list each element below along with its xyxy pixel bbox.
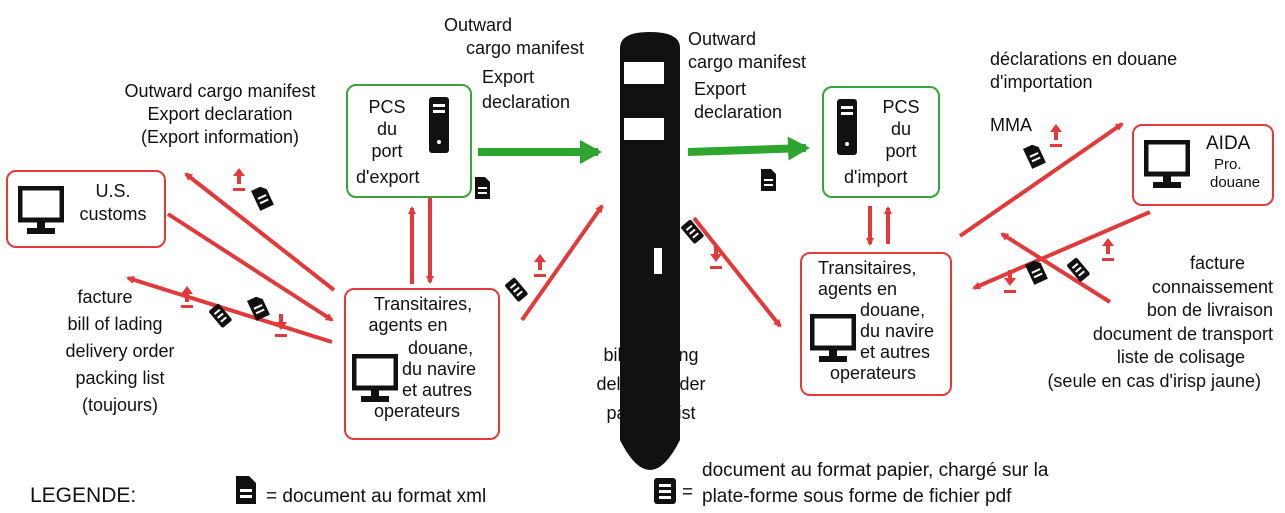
- node-label: PCS du port: [864, 96, 938, 162]
- label-line: document de transport: [1092, 323, 1273, 344]
- mma-label: MMA: [990, 115, 1032, 135]
- server-icon: [837, 99, 857, 155]
- label-line: bon de livraison: [1146, 300, 1273, 320]
- arrow-right-docs-to-aida: [1000, 232, 1112, 304]
- label-line: cargo manifest: [466, 38, 585, 58]
- arrow-uscustoms-to-transit-left: [166, 212, 334, 322]
- label-line: Outward: [688, 29, 757, 49]
- node-transitaires-right: Transitaires, agents en douane, du navir…: [800, 252, 952, 396]
- label-line: bill of lading: [67, 314, 163, 334]
- label-line: Transitaires,: [818, 258, 917, 278]
- label-line: U.S.: [95, 181, 131, 201]
- node-pcs-import: PCS du port d'import: [822, 86, 940, 198]
- label-line: declaration: [694, 102, 783, 122]
- label-line: douane,: [408, 338, 474, 358]
- label-line: packing list: [75, 368, 165, 388]
- node-transitaires-left: Transitaires, agents en douane, du navir…: [344, 288, 500, 440]
- label-line: du navire: [402, 359, 477, 379]
- monitor-icon: [1144, 140, 1190, 188]
- top-right-label: déclarations en douane d'importation: [990, 48, 1177, 94]
- label-line: port: [885, 141, 917, 161]
- label-line: et autres: [860, 342, 931, 362]
- label-line: delivery order: [596, 374, 706, 394]
- legend-pdf-eq: =: [682, 482, 694, 503]
- legend-pdf-line2: plate-forme sous forme de fichier pdf: [702, 486, 1012, 507]
- arrow-ship-to-pcs-import: [687, 136, 810, 161]
- server-icon: [429, 97, 449, 153]
- label-line: Outward: [444, 15, 513, 35]
- arrow-transit-right-to-aida: [958, 122, 1124, 238]
- label-line: Export: [694, 79, 747, 99]
- label-line: bill of lading: [603, 345, 699, 365]
- node-label-last: d'export: [356, 167, 420, 187]
- monitor-icon: [810, 314, 856, 362]
- top-left-label: Outward cargo manifest Export declaratio…: [70, 80, 370, 149]
- monitor-icon: [18, 186, 64, 234]
- node-label: Pro.: [1214, 156, 1242, 173]
- label-line: PCS: [368, 97, 406, 117]
- label-line: operateurs: [374, 401, 461, 421]
- label-line: du: [890, 119, 912, 139]
- label-line: facture: [623, 316, 679, 336]
- label-line: Export: [482, 67, 535, 87]
- label-line: agents en: [368, 315, 448, 335]
- legend-xml: = document au format xml: [266, 486, 487, 507]
- label-line: Export declaration: [147, 104, 293, 124]
- label-line: operateurs: [830, 363, 917, 383]
- arrow-transit-left-to-ship: [520, 204, 604, 322]
- legend-pdf-line1: document au format papier, chargé sur la: [702, 460, 1049, 481]
- node-label: PCS du port: [352, 96, 422, 162]
- label-line: Transitaires,: [373, 294, 473, 314]
- center-docs-label: facture bill of lading delivery order pa…: [556, 312, 746, 428]
- legend-title: LEGENDE:: [30, 484, 137, 507]
- arrow-ship-to-transit-right: [692, 216, 782, 328]
- node-label: AIDA: [1206, 133, 1251, 154]
- node-label: Transitaires, agents en: [346, 294, 500, 336]
- label-line: et autres: [402, 380, 473, 400]
- arrow-transit-left-to-left-docs: [126, 275, 333, 344]
- node-aida: AIDA Pro. douane: [1132, 124, 1274, 206]
- label-line: d'importation: [990, 72, 1093, 92]
- label-line: packing list: [606, 403, 696, 423]
- label-line: facture: [1189, 253, 1245, 273]
- node-label-last: d'import: [844, 167, 908, 187]
- label-line: delivery order: [65, 341, 175, 361]
- label-line: (seule en cas d'irisp jaune): [1047, 370, 1261, 391]
- top-mid-right-label: Outward cargo manifest Export declaratio…: [688, 28, 806, 124]
- xml-document-icon: [236, 476, 256, 504]
- label-line: du: [376, 119, 398, 139]
- label-line: customs: [79, 204, 147, 224]
- left-docs-label: facture bill of lading delivery order pa…: [30, 284, 210, 419]
- node-pcs-export: PCS du port d'export: [346, 84, 472, 198]
- label-line: cargo manifest: [688, 52, 807, 72]
- top-mid-left-label: Outward cargo manifest Export declaratio…: [444, 14, 584, 114]
- label-line: agents en: [818, 279, 898, 299]
- monitor-icon: [352, 354, 398, 402]
- node-us-customs: U.S. customs: [6, 170, 166, 248]
- label-line: PCS: [882, 97, 920, 117]
- ship-icon: [620, 32, 680, 470]
- label-line: connaissement: [1151, 276, 1273, 297]
- label-line: Outward cargo manifest: [124, 81, 316, 101]
- node-label-right: douane, du navire et autres operateurs: [830, 300, 935, 384]
- label-line: (toujours): [81, 395, 159, 415]
- label-line: port: [371, 141, 403, 161]
- node-label: U.S. customs: [68, 180, 158, 226]
- arrow-aida-to-transit-right: [972, 210, 1151, 290]
- node-label: douane: [1210, 174, 1261, 191]
- label-line: declaration: [482, 92, 571, 112]
- node-label-right: douane, du navire et autres operateurs: [374, 338, 477, 422]
- right-docs-label: facture connaissement bon de livraison d…: [995, 252, 1275, 393]
- label-line: (Export information): [140, 127, 300, 147]
- label-line: liste de colisage: [1116, 347, 1245, 367]
- label-line: du navire: [860, 321, 935, 341]
- label-line: douane,: [860, 300, 926, 320]
- pdf-document-icon: [654, 478, 676, 504]
- node-label: Transitaires, agents en: [818, 258, 916, 300]
- label-line: facture: [77, 287, 133, 307]
- label-line: déclarations en douane: [990, 49, 1178, 69]
- arrow-transit-left-to-outward-text: [184, 172, 336, 292]
